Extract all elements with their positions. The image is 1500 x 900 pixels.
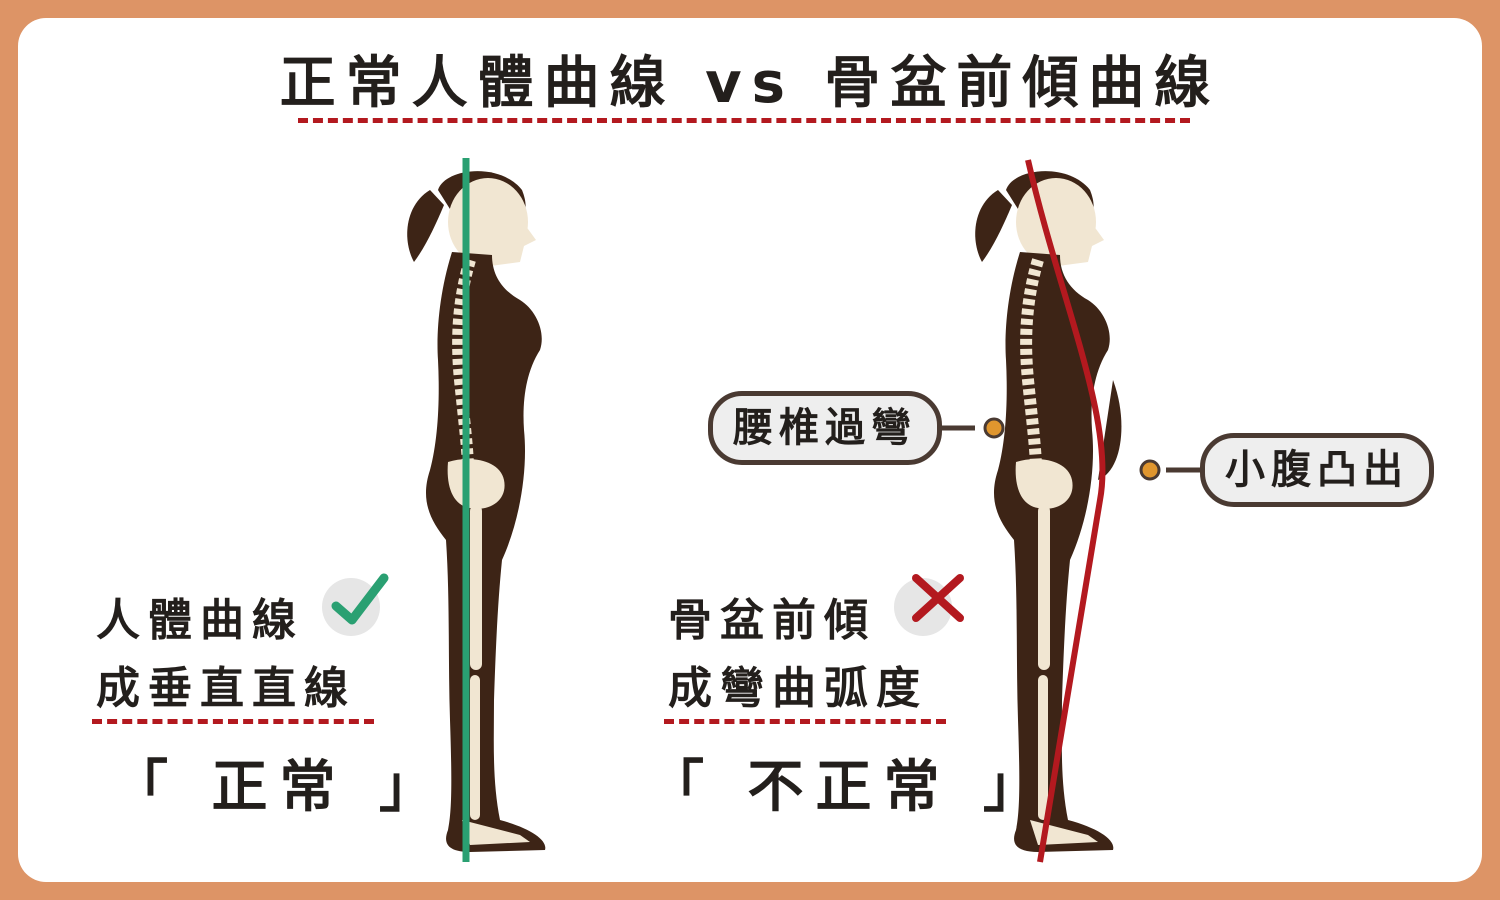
check-badge [322,573,389,636]
title-underline [298,118,1190,123]
callout-belly: 小腹凸出 [1200,433,1434,507]
normal-caption-line1: 人體曲線 [96,595,304,646]
cross-icon [912,574,964,622]
cross-badge [894,574,964,636]
tilt-divider [664,719,946,724]
normal-caption-line2: 成垂直直線 [96,663,356,714]
check-icon [331,573,389,625]
tilt-caption-line2: 成彎曲弧度 [668,663,928,714]
callout-belly-dot [1139,459,1161,481]
tilt-verdict: 「 不正常 」 [648,755,1051,820]
tilt-caption-line1: 骨盆前傾 [668,595,876,646]
callout-lumbar-dot [983,417,1005,439]
page-title: 正常人體曲線 vs 骨盆前傾曲線 [279,51,1221,116]
tilt-curve-line [1025,159,1106,863]
callout-lumbar: 腰椎過彎 [708,391,942,465]
normal-divider [92,719,374,724]
normal-verdict: 「 正常 」 [112,755,447,820]
